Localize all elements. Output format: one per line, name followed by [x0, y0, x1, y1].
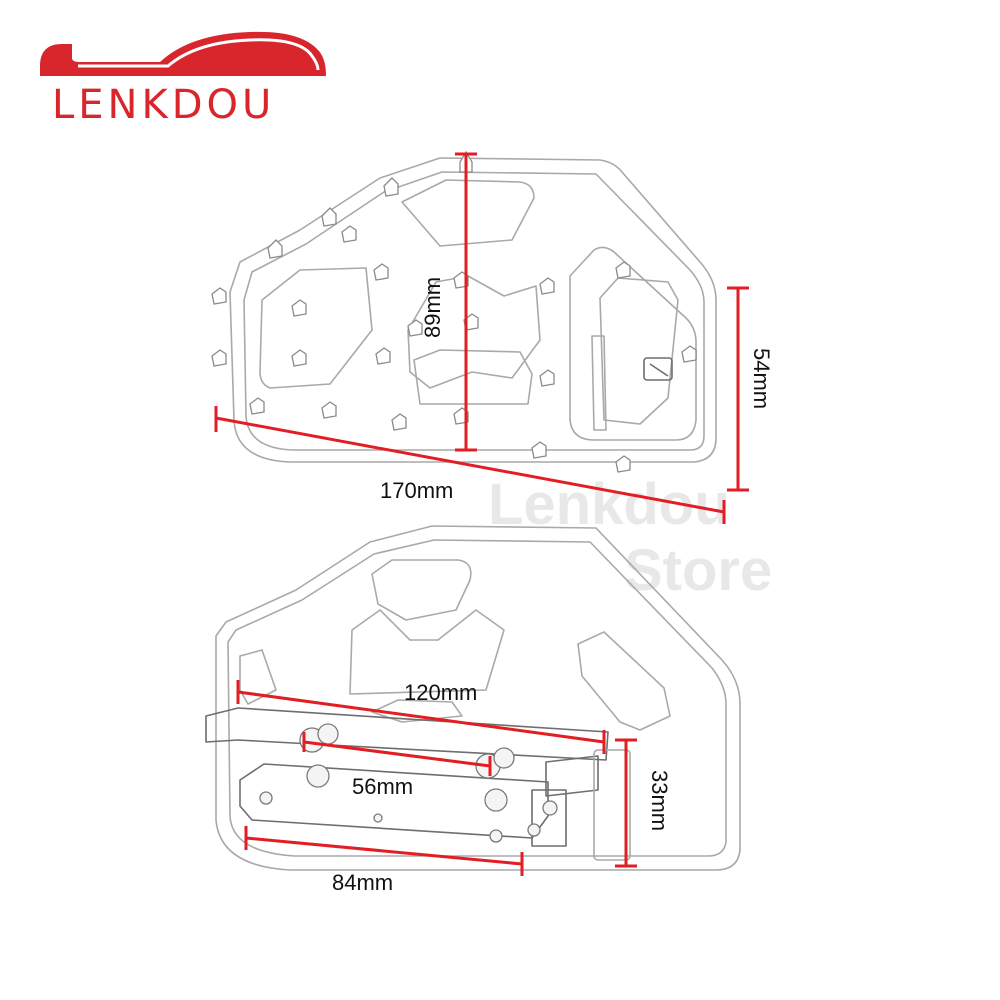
clamp-height-label: 33mm — [647, 770, 672, 831]
cutout-right-window — [599, 277, 679, 425]
span-dimension-line — [237, 690, 605, 744]
spike-icon — [321, 401, 337, 419]
side-label: 54mm — [749, 348, 774, 409]
bolt-icon — [527, 823, 541, 837]
spike-icon — [291, 299, 307, 317]
cutout-right-frame — [569, 246, 697, 441]
footpeg-bottom-view — [205, 525, 741, 871]
bolt-icon — [259, 791, 273, 805]
bolt-spacing-label: 56mm — [352, 774, 413, 799]
traction-spikes — [211, 150, 697, 473]
bottom-cutout-x — [349, 609, 505, 695]
bolt-icon — [306, 764, 330, 788]
bottom-view-dimensions: 120mm 56mm 84mm 33mm — [236, 680, 672, 895]
spike-icon — [211, 349, 227, 367]
bolt-icon — [317, 723, 339, 745]
width-dimension-line — [215, 416, 725, 514]
bottom-plate-outline — [215, 525, 741, 871]
bolt-icon — [542, 800, 558, 816]
spike-icon — [539, 277, 555, 295]
bolt-icon — [484, 788, 508, 812]
spike-icon — [383, 177, 399, 197]
logo-swoosh-highlight-icon — [78, 38, 320, 71]
clamp-length-dimension-line — [245, 836, 523, 866]
spike-icon — [391, 413, 407, 431]
spike-icon — [321, 207, 337, 227]
span-label: 120mm — [404, 680, 477, 705]
bottom-cutout-top — [371, 559, 472, 621]
cutout-lower-center — [413, 349, 533, 405]
spike-icon — [615, 455, 631, 473]
bottom-cutout-right — [577, 631, 671, 731]
spike-icon — [211, 287, 227, 305]
bolt-icon — [373, 813, 383, 823]
bolt-icon — [493, 747, 515, 769]
top-view-dimensions: 170mm 89mm 54mm — [214, 152, 774, 524]
width-label: 170mm — [380, 478, 453, 503]
spike-icon — [539, 369, 555, 387]
cutout-left — [259, 267, 373, 389]
store-watermark: Lenkdou Store — [488, 472, 772, 603]
logo-swoosh-icon — [40, 31, 326, 76]
watermark-line-2: Store — [624, 538, 772, 603]
cutout-diamond-top — [401, 179, 535, 247]
spike-icon — [407, 319, 423, 337]
bottom-cutout-left — [239, 649, 277, 705]
spike-icon — [267, 239, 283, 259]
footpeg-top-view — [211, 150, 717, 473]
spike-icon — [249, 397, 265, 415]
mounting-bolts — [259, 723, 558, 843]
spike-icon — [341, 225, 357, 243]
spike-icon — [373, 263, 389, 281]
bolt-spacing-dimension-line — [303, 740, 491, 768]
spike-icon — [681, 345, 697, 363]
bracket-rail-upper — [205, 707, 609, 761]
spike-icon — [531, 441, 547, 459]
spike-icon — [375, 347, 391, 365]
brand-logo: LENKDOU — [40, 31, 326, 128]
clamp-block — [643, 357, 673, 381]
bolt-icon — [489, 829, 503, 843]
height-label: 89mm — [420, 277, 445, 338]
footpeg-outline — [229, 157, 717, 463]
clamp-length-label: 84mm — [332, 870, 393, 895]
spike-icon — [291, 349, 307, 367]
logo-text: LENKDOU — [52, 82, 275, 128]
spike-icon — [615, 261, 631, 279]
